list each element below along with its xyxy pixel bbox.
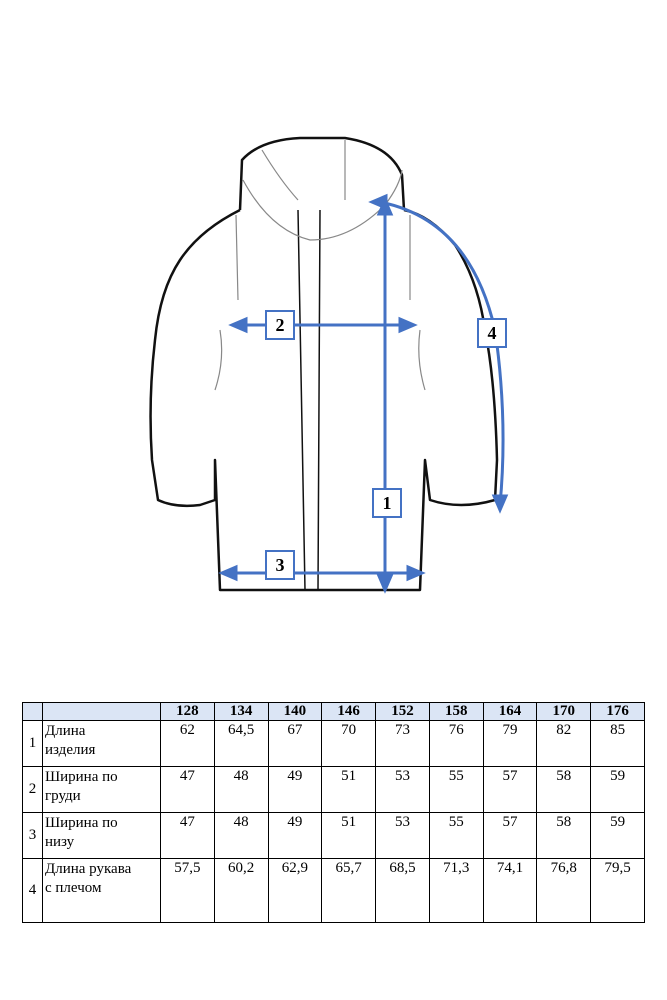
value-cell: 67	[267, 720, 323, 767]
value-cell: 47	[160, 812, 215, 859]
size-header-row: 128 134 140 146 152 158 164 170 176	[22, 702, 645, 721]
value-cell: 51	[321, 812, 377, 859]
value-cell: 49	[267, 812, 323, 859]
name-line-1: Ширина по	[45, 769, 118, 785]
name-line-2: с плечом	[45, 880, 102, 896]
size-table: 128 134 140 146 152 158 164 170 176 1 Дл…	[22, 702, 645, 923]
measure-label-3: 3	[265, 550, 295, 580]
measure-label-4: 4	[477, 318, 507, 348]
value-cell: 68,5	[375, 858, 430, 923]
value-cell: 71,3	[428, 858, 484, 923]
row-index: 4	[22, 858, 43, 923]
name-line-1: Ширина по	[45, 815, 118, 831]
value-cell: 57	[482, 766, 538, 813]
measurement-name: Длина рукава с плечом	[42, 858, 161, 923]
measurement-name: Ширина по низу	[42, 812, 161, 859]
size-header: 164	[482, 702, 538, 721]
size-header: 128	[160, 702, 215, 721]
size-header: 146	[321, 702, 377, 721]
value-cell: 74,1	[482, 858, 538, 923]
size-header: 176	[590, 702, 645, 721]
value-cell: 58	[536, 766, 592, 813]
value-cell: 76,8	[536, 858, 592, 923]
value-cell: 55	[428, 766, 484, 813]
value-cell: 57,5	[160, 858, 215, 923]
row-index: 2	[22, 766, 43, 813]
size-header: 170	[536, 702, 592, 721]
value-cell: 55	[428, 812, 484, 859]
value-cell: 57	[482, 812, 538, 859]
name-line-2: низу	[45, 834, 75, 850]
value-cell: 59	[590, 812, 645, 859]
value-cell: 70	[321, 720, 377, 767]
zipper-placket	[297, 209, 321, 591]
measure-label-1: 1	[372, 488, 402, 518]
measurement-name: Длина изделия	[42, 720, 161, 767]
value-cell: 60,2	[213, 858, 269, 923]
name-line-2: груди	[45, 788, 81, 804]
coat-diagram	[149, 136, 509, 594]
size-header: 140	[267, 702, 323, 721]
value-cell: 59	[590, 766, 645, 813]
value-cell: 65,7	[321, 858, 377, 923]
hood-outline	[238, 136, 406, 211]
value-cell: 82	[536, 720, 592, 767]
value-cell: 79,5	[590, 858, 645, 923]
row-index: 3	[22, 812, 43, 859]
name-line-1: Длина	[45, 723, 86, 739]
value-cell: 53	[375, 766, 430, 813]
measure-label-2: 2	[265, 310, 295, 340]
size-header: 134	[213, 702, 269, 721]
name-line-1: Длина рукава	[45, 861, 132, 877]
value-cell: 48	[213, 766, 269, 813]
value-cell: 62,9	[267, 858, 323, 923]
size-header: 152	[375, 702, 430, 721]
value-cell: 73	[375, 720, 430, 767]
value-cell: 47	[160, 766, 215, 813]
measurement-name: Ширина по груди	[42, 766, 161, 813]
value-cell: 53	[375, 812, 430, 859]
coat-body-outline	[149, 208, 499, 592]
value-cell: 48	[213, 812, 269, 859]
value-cell: 64,5	[213, 720, 269, 767]
value-cell: 49	[267, 766, 323, 813]
name-line-2: изделия	[45, 742, 96, 758]
row-index: 1	[22, 720, 43, 767]
value-cell: 85	[590, 720, 645, 767]
value-cell: 76	[428, 720, 484, 767]
size-header: 158	[428, 702, 484, 721]
value-cell: 51	[321, 766, 377, 813]
value-cell: 79	[482, 720, 538, 767]
value-cell: 62	[160, 720, 215, 767]
value-cell: 58	[536, 812, 592, 859]
